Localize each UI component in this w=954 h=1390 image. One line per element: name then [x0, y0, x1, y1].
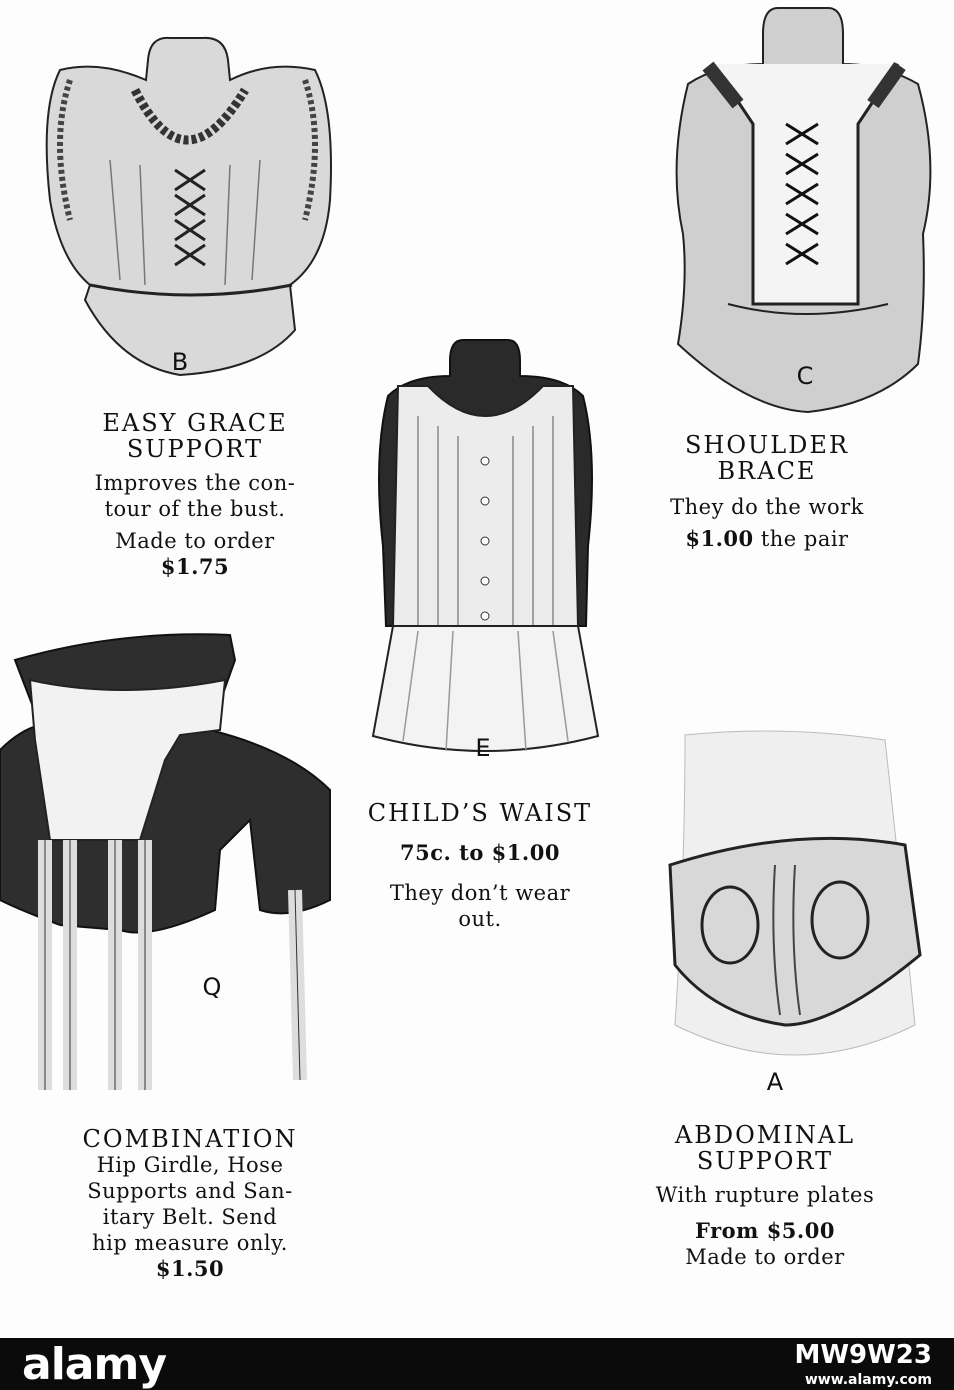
catalog-page: B C E	[0, 4, 942, 1282]
item-letter-e: E	[475, 734, 490, 762]
combination-price: $1.50	[155, 1256, 225, 1281]
shoulder-brace-caption: SHOULDER BRACE They do the work $1.00 th…	[612, 432, 922, 552]
childs-waist-caption: CHILD’S WAIST 75c. to $1.00 They don’t w…	[340, 800, 620, 932]
childs-waist-desc-line2: out.	[458, 907, 502, 931]
childs-waist-price: 75c. to $1.00	[400, 840, 560, 865]
stock-watermark-bar: alamy MW9W23 www.alamy.com	[0, 1338, 954, 1390]
combination-desc-line2: Supports and San-	[87, 1179, 293, 1203]
easy-grace-price: $1.75	[160, 554, 230, 579]
shoulder-brace-title-line1: SHOULDER	[684, 431, 850, 459]
childs-waist-title: CHILD’S WAIST	[367, 799, 593, 827]
shoulder-brace-price: $1.00	[685, 526, 754, 551]
image-code: MW9W23	[794, 1340, 932, 1370]
combination-desc-line3: itary Belt. Send	[102, 1205, 278, 1229]
abdominal-support-title-line1: ABDOMINAL	[674, 1121, 856, 1149]
alamy-logo: alamy	[22, 1338, 167, 1390]
abdominal-support-note: Made to order	[685, 1245, 845, 1269]
abdominal-support-desc: With rupture plates	[655, 1183, 875, 1207]
abdominal-support-title-line2: SUPPORT	[696, 1147, 834, 1175]
combination-desc-line1: Hip Girdle, Hose	[96, 1153, 284, 1177]
watermark-info: MW9W23 www.alamy.com	[794, 1340, 932, 1388]
shoulder-brace-desc: They do the work	[670, 495, 864, 519]
abdominal-support-illustration: A	[655, 725, 930, 1105]
combination-caption: COMBINATION Hip Girdle, Hose Supports an…	[40, 1126, 340, 1282]
easy-grace-support-illustration: B	[30, 30, 340, 390]
item-letter-b: B	[172, 348, 188, 376]
easy-grace-support-caption: EASY GRACE SUPPORT Improves the con- tou…	[40, 410, 350, 580]
easy-grace-desc-line3: Made to order	[115, 529, 275, 553]
item-letter-q: Q	[203, 973, 222, 1001]
shoulder-brace-title-line2: BRACE	[717, 457, 817, 485]
combination-desc-line4: hip measure only.	[92, 1231, 288, 1255]
easy-grace-title-line2: SUPPORT	[126, 435, 264, 463]
childs-waist-illustration: E	[358, 336, 612, 776]
combination-illustration: Q	[0, 620, 340, 1120]
shoulder-brace-price-suffix: the pair	[753, 527, 849, 551]
childs-waist-desc-line1: They don’t wear	[389, 881, 571, 905]
easy-grace-desc-line2: tour of the bust.	[104, 497, 286, 521]
alamy-url: www.alamy.com	[804, 1372, 932, 1388]
shoulder-brace-illustration: C	[668, 4, 942, 414]
item-letter-c: C	[797, 362, 814, 390]
abdominal-support-price: From $5.00	[695, 1218, 835, 1243]
easy-grace-title-line1: EASY GRACE	[102, 409, 288, 437]
easy-grace-desc-line1: Improves the con-	[94, 471, 296, 495]
abdominal-support-caption: ABDOMINAL SUPPORT With rupture plates Fr…	[615, 1122, 915, 1270]
combination-title: COMBINATION	[82, 1125, 298, 1153]
shoulder-brace-price-line: $1.00 the pair	[612, 526, 922, 552]
item-letter-a: A	[767, 1068, 784, 1096]
